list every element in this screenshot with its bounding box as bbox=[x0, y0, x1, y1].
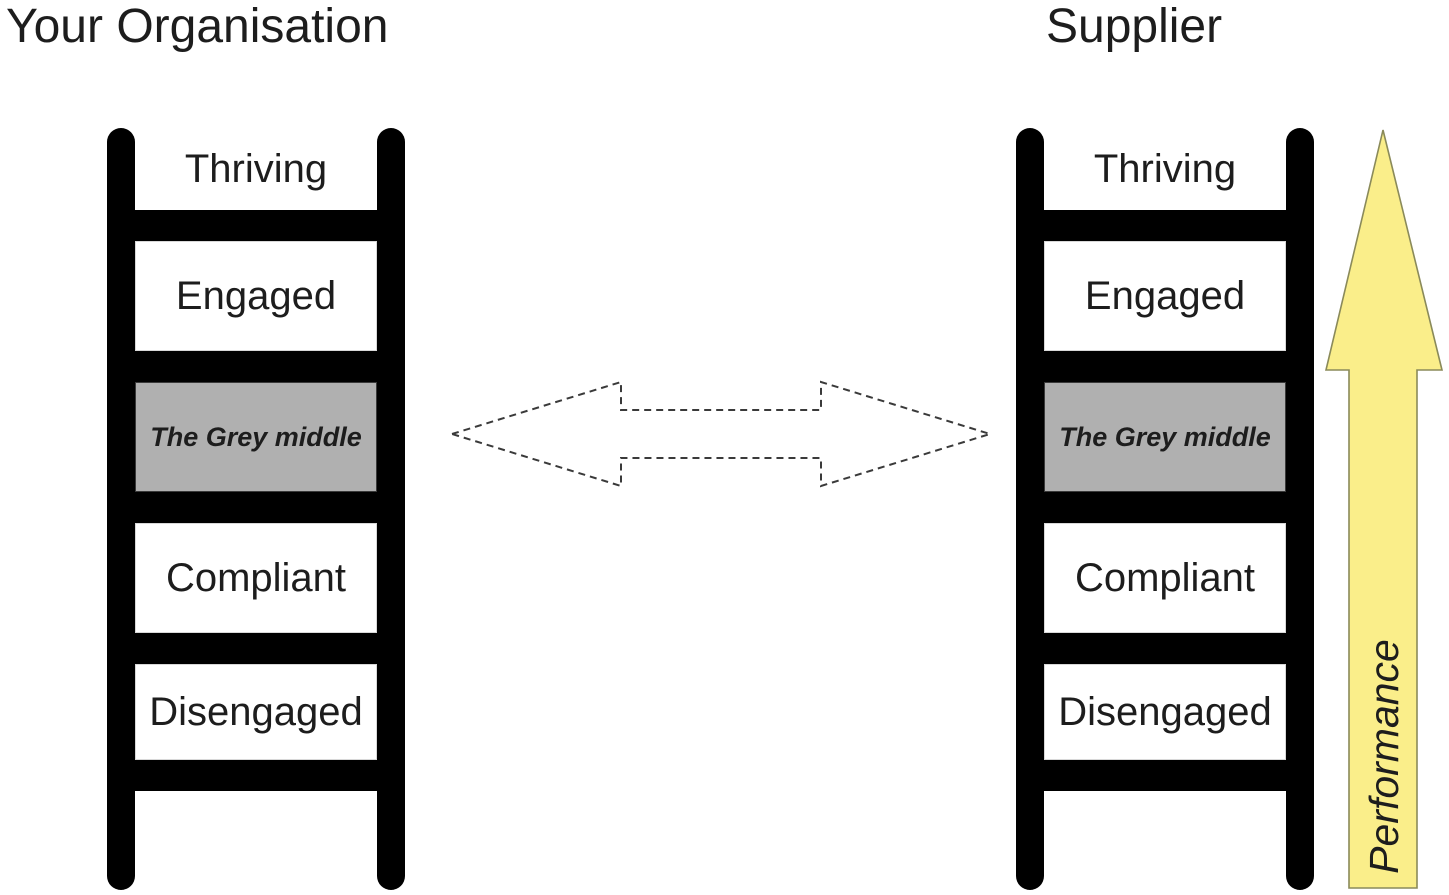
ladder-step-disengaged: Disengaged bbox=[1044, 664, 1286, 760]
ladder-rung-5 bbox=[1022, 760, 1308, 791]
ladder-supplier: Thriving Engaged The Grey middle Complia… bbox=[1016, 128, 1314, 890]
ladder-step-grey-middle: The Grey middle bbox=[135, 382, 377, 492]
bidirectional-comparison-arrow-icon bbox=[448, 380, 994, 488]
ladder-your-organisation: Thriving Engaged The Grey middle Complia… bbox=[107, 128, 405, 890]
ladder-step-compliant: Compliant bbox=[135, 523, 377, 633]
ladder-rung-3 bbox=[1022, 492, 1308, 523]
page-title-supplier: Supplier bbox=[1046, 0, 1223, 53]
ladder-rung-1 bbox=[1022, 210, 1308, 241]
ladder-rung-4 bbox=[113, 633, 399, 664]
ladder-rung-5 bbox=[113, 760, 399, 791]
ladder-step-compliant: Compliant bbox=[1044, 523, 1286, 633]
ladder-step-engaged: Engaged bbox=[1044, 241, 1286, 351]
ladder-rung-1 bbox=[113, 210, 399, 241]
ladder-rung-3 bbox=[113, 492, 399, 523]
ladder-rung-2 bbox=[113, 351, 399, 382]
ladder-rung-2 bbox=[1022, 351, 1308, 382]
ladder-step-disengaged: Disengaged bbox=[135, 664, 377, 760]
ladder-rung-4 bbox=[1022, 633, 1308, 664]
page-title-your-organisation: Your Organisation bbox=[6, 0, 389, 53]
ladder-step-thriving: Thriving bbox=[135, 128, 377, 210]
ladder-step-grey-middle: The Grey middle bbox=[1044, 382, 1286, 492]
ladder-step-engaged: Engaged bbox=[135, 241, 377, 351]
performance-up-arrow-icon bbox=[1324, 129, 1444, 889]
ladder-step-thriving: Thriving bbox=[1044, 128, 1286, 210]
